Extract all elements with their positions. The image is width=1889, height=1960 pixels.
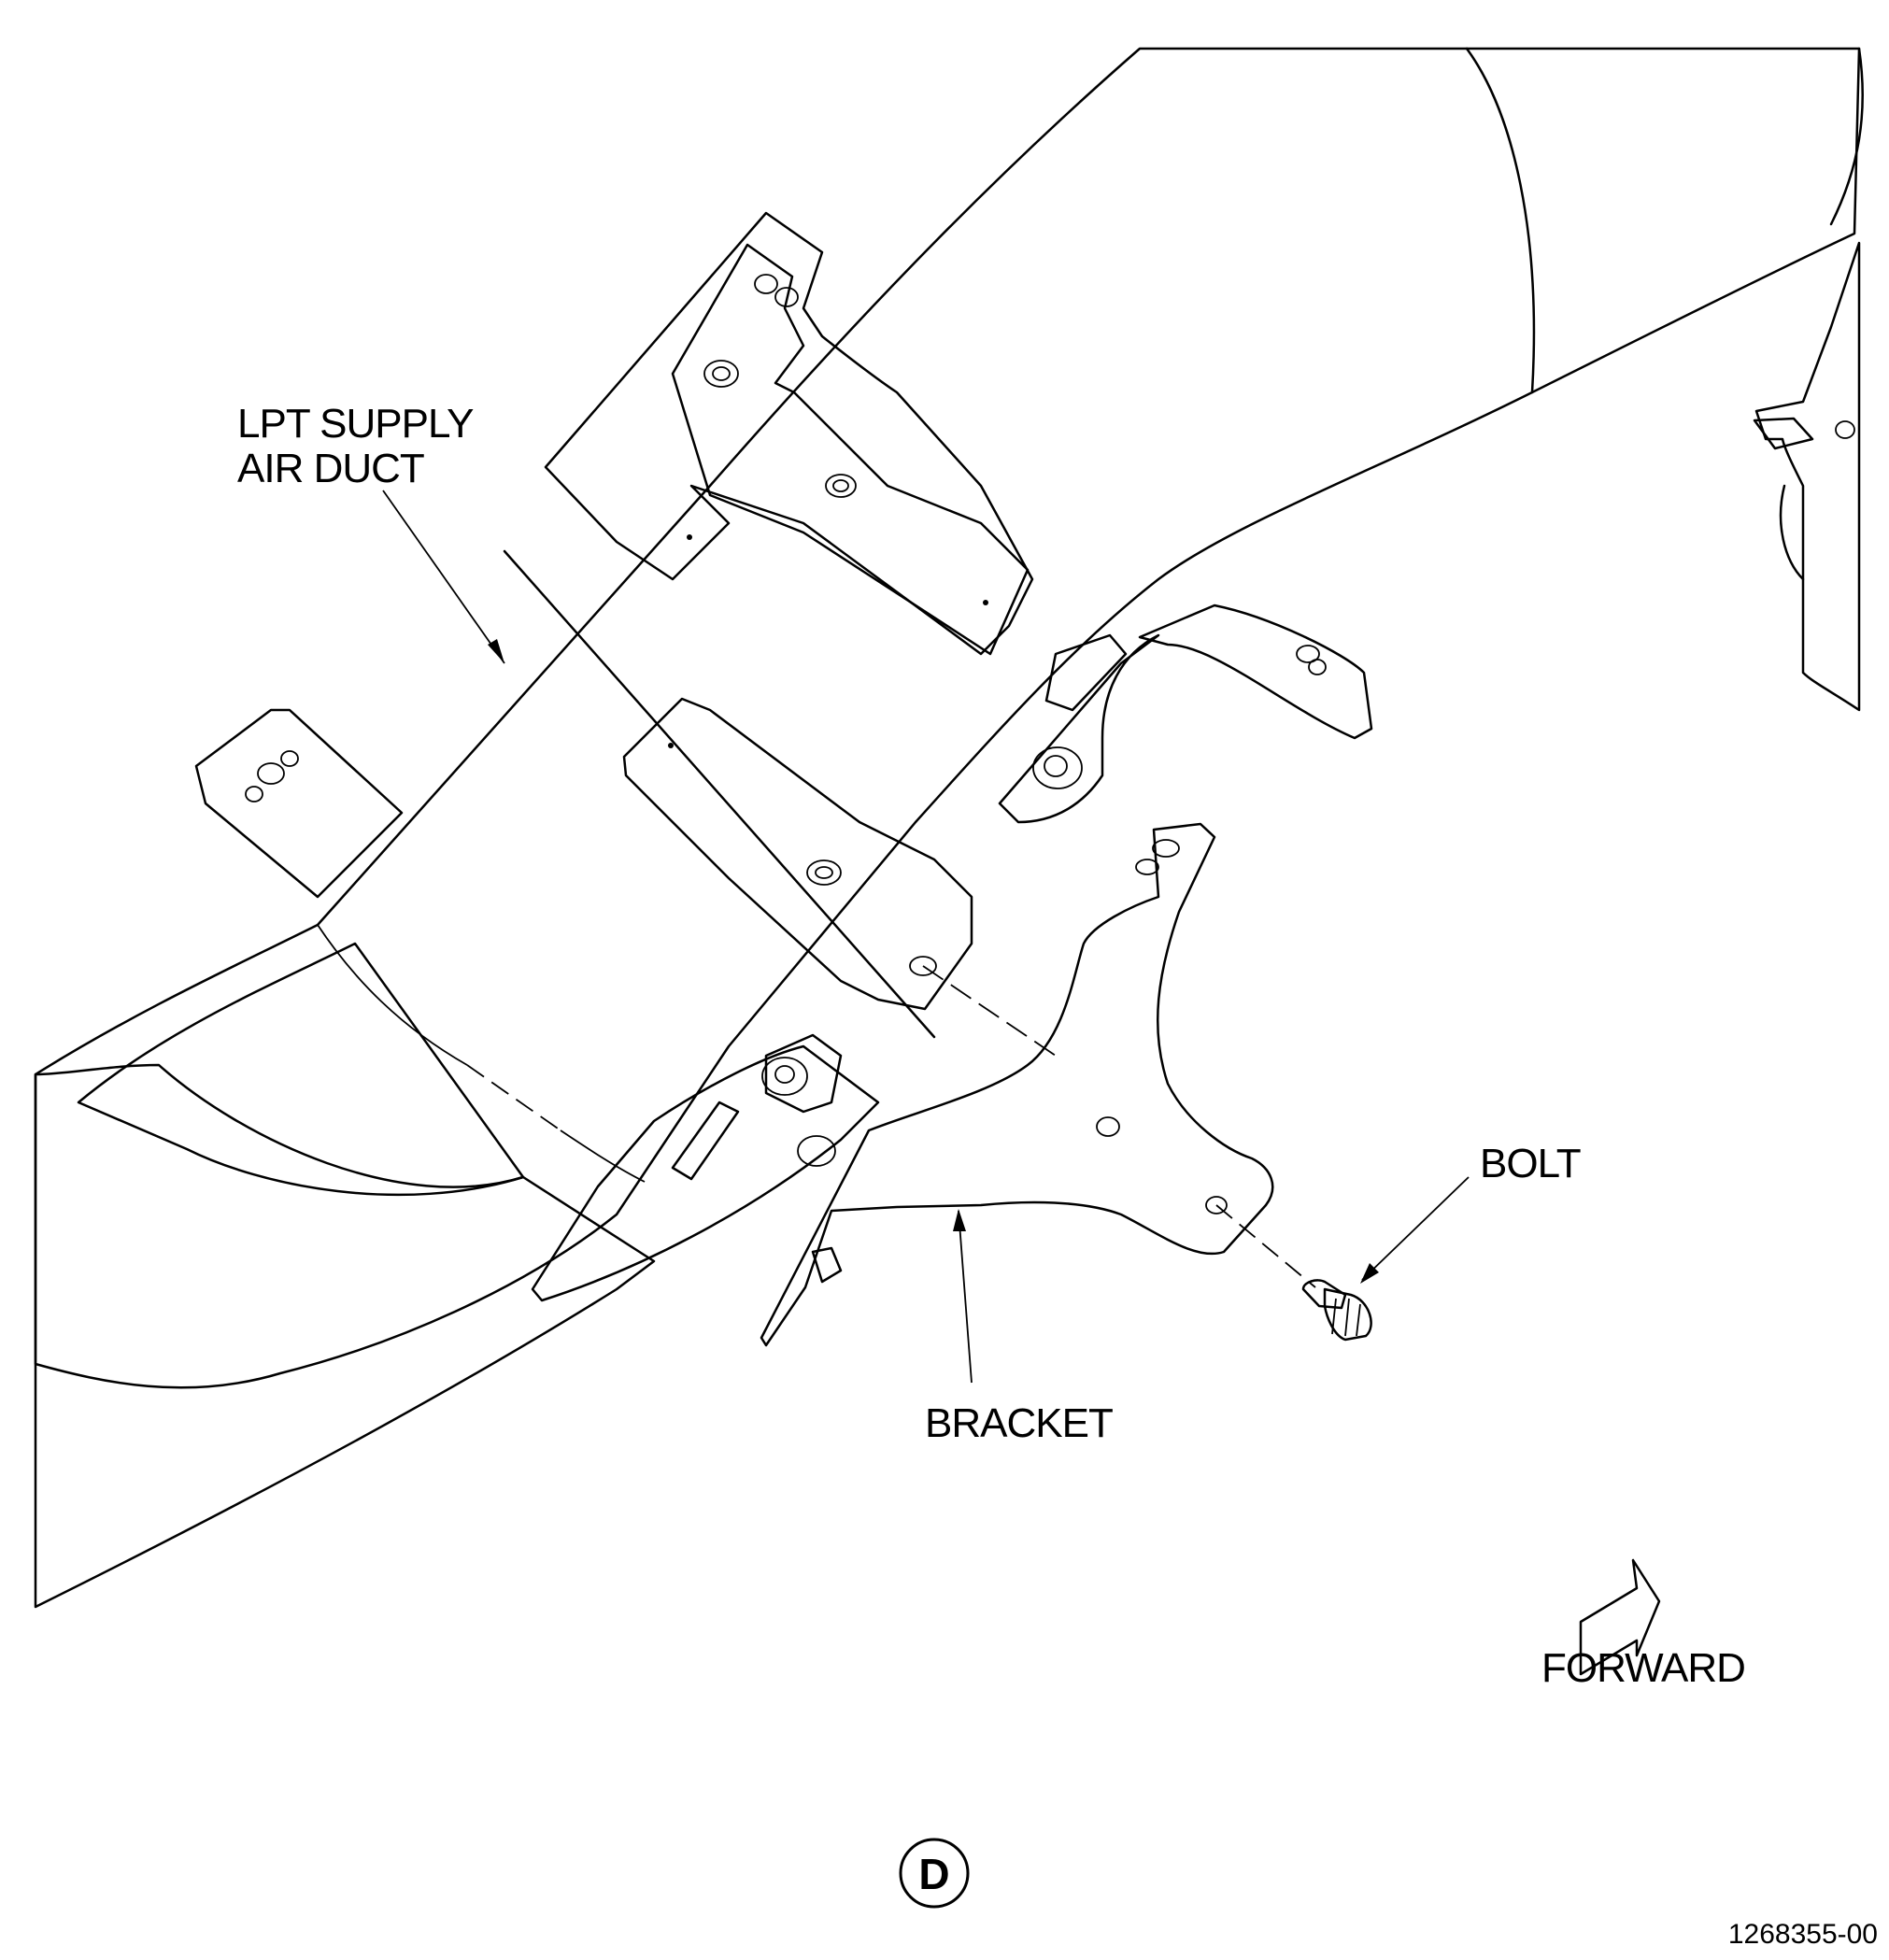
forward-label: FORWARD — [1541, 1645, 1745, 1691]
left-side-tab — [194, 708, 404, 899]
assembly-centerlines — [922, 965, 1316, 1288]
duct-label-line1: LPT SUPPLY — [237, 401, 474, 447]
leader-lines — [382, 490, 1470, 1384]
upper-mounting-plate — [544, 211, 1034, 656]
bolt-label: BOLT — [1480, 1141, 1581, 1186]
bracket-part — [760, 822, 1274, 1347]
duct-right-fragment — [1753, 241, 1861, 712]
lower-nut-plate — [671, 1033, 843, 1181]
figure-number: 1268355-00 — [1728, 1919, 1878, 1950]
bracket-label: BRACKET — [925, 1400, 1113, 1446]
center-mounting-plate — [622, 697, 973, 1011]
duct-label-line2: AIR DUCT — [237, 446, 424, 491]
view-callout: D — [899, 1838, 970, 1909]
view-letter: D — [918, 1850, 949, 1898]
lpt-supply-air-duct — [34, 47, 1864, 1389]
duct-lower-bend — [34, 942, 656, 1609]
forward-arrow-icon — [1579, 1558, 1661, 1676]
bolt-part — [1301, 1279, 1372, 1342]
upper-flange-bracket — [998, 604, 1373, 824]
